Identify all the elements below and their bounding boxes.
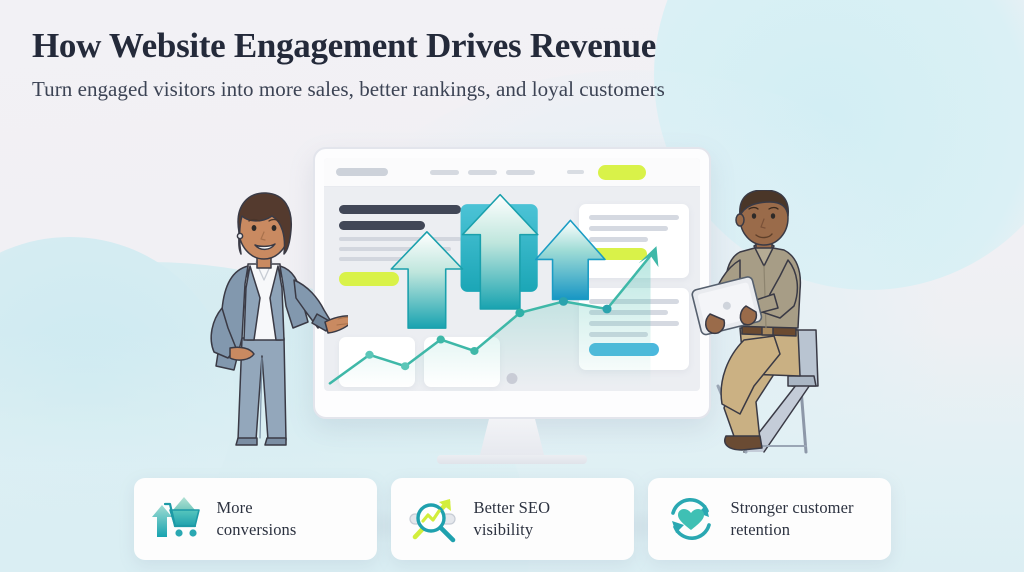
monitor-frame [313,147,711,419]
chart-point [400,362,410,371]
benefit-cards-row: More conversions [0,478,1024,560]
nav-link-1[interactable] [430,169,459,175]
growth-arrow-left [390,231,464,329]
nav-link-3[interactable] [506,169,535,175]
benefit-label-line-2: retention [730,520,791,539]
page-title: How Website Engagement Drives Revenue [32,26,657,65]
chart-point [558,297,569,306]
page-subtitle: Turn engaged visitors into more sales, b… [32,76,665,101]
monitor-stand-neck [480,419,544,455]
nav-links [430,169,535,175]
benefit-label-line-2: conversions [216,520,297,539]
benefit-card-label: Stronger customer retention [731,497,854,541]
benefit-card-label: Better SEO visibility [474,497,551,541]
benefit-card-more-conversions[interactable]: More conversions [133,478,377,560]
chart-point [515,308,525,318]
header: How Website Engagement Drives Revenue Tu… [32,26,665,103]
website-body [324,187,700,391]
dashboard-graphics [328,193,659,388]
magnifier-growth-icon [407,492,461,546]
desktop-monitor [313,147,711,464]
benefit-card-label: More conversions [217,497,297,541]
growth-arrow-right [534,219,606,301]
benefit-card-better-seo[interactable]: Better SEO visibility [390,478,634,560]
benefit-label-line-1: More [216,498,253,518]
nav-link-2[interactable] [468,169,497,175]
man-with-tablet [688,189,848,463]
nav-cta-button[interactable] [598,164,646,180]
nav-logo-placeholder [336,168,388,176]
cart-up-arrow-icon [150,492,204,546]
woman-presenter [198,188,356,455]
chart-point [365,350,374,359]
benefit-label-line-1: Stronger customer [730,498,854,518]
chart-point [602,304,612,314]
retention-heart-cycle-icon [664,492,718,546]
monitor-stand-base [437,455,587,464]
chart-point [470,346,479,355]
benefit-card-stronger-retention[interactable]: Stronger customer retention [647,478,891,560]
website-nav-bar [324,158,700,187]
benefit-label-line-1: Better SEO [473,498,551,518]
monitor-indicator-dot [506,373,518,384]
benefit-label-line-2: visibility [473,520,534,539]
monitor-screen [324,158,700,391]
chart-point [436,335,445,344]
nav-link-small[interactable] [567,170,584,174]
